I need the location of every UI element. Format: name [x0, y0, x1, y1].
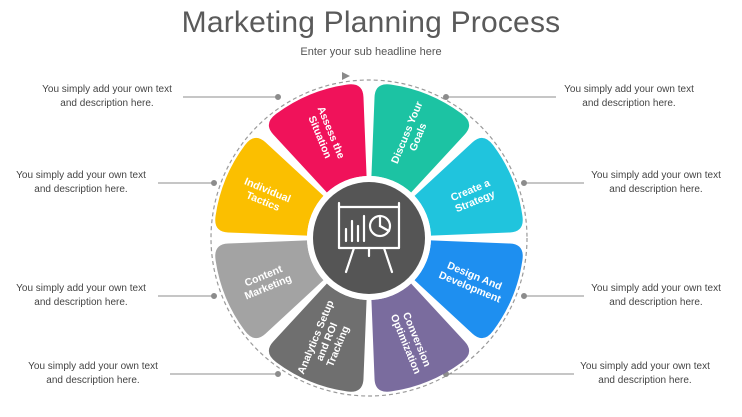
- description-individual-tactics: You simply add your own text and descrip…: [16, 170, 146, 195]
- segment-shape-conversion-optimization: [371, 283, 470, 392]
- segment-design-development: Design AndDevelopment: [414, 240, 523, 339]
- center-hub: [307, 176, 431, 300]
- page-subtitle: Enter your sub headline here: [300, 46, 442, 58]
- description-content-marketing: You simply add your own text and descrip…: [16, 283, 146, 308]
- dashed-orbit-circle: [210, 72, 528, 397]
- presentation-board-icon: [337, 201, 401, 274]
- segment-shape-design-development: [414, 240, 523, 339]
- description-create-strategy: You simply add your own text and descrip…: [591, 170, 721, 195]
- description-assess: You simply add your own text and descrip…: [42, 84, 172, 109]
- segment-shape-individual-tactics: [215, 137, 324, 236]
- description-discuss-goals: You simply add your own text and descrip…: [564, 84, 694, 109]
- connector-lines: [158, 94, 584, 377]
- segment-assess-situation: Assess theSituation: [268, 84, 367, 193]
- description-conversion: You simply add your own text and descrip…: [580, 361, 710, 386]
- segment-content-marketing: ContentMarketing: [215, 240, 324, 339]
- segment-discuss-goals: Discuss YourGoals: [371, 84, 470, 193]
- page-title: Marketing Planning Process: [181, 6, 561, 39]
- segment-shape-analytics-setup: [268, 283, 367, 392]
- segment-shape-discuss-goals: [371, 84, 470, 193]
- segment-shape-content-marketing: [215, 240, 324, 339]
- segment-individual-tactics: IndividualTactics: [215, 137, 324, 236]
- segment-shape-assess-situation: [268, 84, 367, 193]
- segment-create-strategy: Create aStrategy: [414, 137, 523, 236]
- segment-conversion-optimization: ConversionOptimization: [371, 283, 470, 392]
- segment-analytics-setup: Analytics Setupand ROITracking: [268, 283, 367, 392]
- segment-shape-create-strategy: [414, 137, 523, 236]
- description-design-development: You simply add your own text and descrip…: [591, 283, 721, 308]
- description-analytics: You simply add your own text and descrip…: [28, 361, 158, 386]
